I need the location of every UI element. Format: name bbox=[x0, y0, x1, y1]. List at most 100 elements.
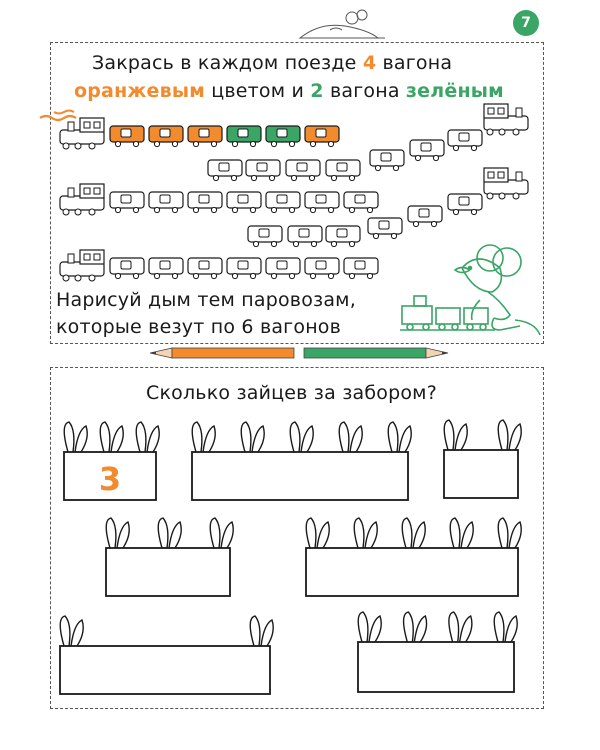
train-car[interactable] bbox=[325, 225, 361, 248]
task1-count-orange: 4 bbox=[362, 52, 377, 74]
fence-1: 3 bbox=[63, 421, 160, 501]
rabbit-ears-icon bbox=[249, 615, 274, 647]
train-car[interactable] bbox=[148, 191, 184, 214]
answer-text: 3 bbox=[99, 460, 121, 498]
fence-7 bbox=[357, 611, 518, 693]
train-car[interactable] bbox=[109, 191, 145, 214]
fence-2 bbox=[191, 421, 412, 501]
fence-3 bbox=[443, 419, 522, 499]
answer-box[interactable] bbox=[63, 451, 157, 501]
green-pencil-icon bbox=[303, 347, 449, 359]
rabbit-ears-icon bbox=[105, 517, 130, 549]
toy-train-icon bbox=[400, 295, 495, 331]
task1-line1-after: вагона bbox=[382, 52, 453, 74]
train-car[interactable] bbox=[304, 191, 340, 214]
train-car[interactable] bbox=[187, 257, 223, 280]
train-car[interactable] bbox=[148, 125, 184, 148]
rabbit-ears-icon bbox=[493, 611, 518, 643]
rabbit-ears-icon bbox=[402, 611, 428, 643]
fence-5 bbox=[305, 517, 522, 597]
train-car[interactable] bbox=[207, 159, 243, 182]
answer-box[interactable] bbox=[305, 547, 519, 597]
train-car[interactable] bbox=[187, 125, 223, 148]
task1-line2: оранжевым цветом и 2 вагона зелёным bbox=[74, 80, 504, 102]
train-car[interactable] bbox=[409, 139, 445, 162]
rabbit-ears-icon bbox=[191, 421, 216, 453]
rabbit-ears-icon bbox=[99, 421, 124, 453]
train-car[interactable] bbox=[148, 257, 184, 280]
train-car[interactable] bbox=[367, 217, 403, 240]
train-car[interactable] bbox=[226, 191, 262, 214]
answer-box[interactable] bbox=[105, 547, 231, 597]
task3-question: Сколько зайцев за забором? bbox=[146, 382, 437, 404]
rabbit-ears-icon bbox=[305, 517, 330, 549]
rabbit-ears-icon bbox=[497, 517, 522, 549]
fence-4 bbox=[105, 517, 234, 597]
task1-line2-mid: цветом и bbox=[211, 80, 305, 102]
train-car[interactable] bbox=[407, 205, 443, 228]
train-1 bbox=[39, 109, 340, 150]
train-car[interactable] bbox=[285, 159, 321, 182]
rabbit-ears-icon bbox=[289, 421, 314, 453]
fence-6 bbox=[59, 615, 274, 695]
answer-box[interactable] bbox=[443, 449, 519, 499]
train-5 bbox=[59, 249, 379, 282]
task1-line2-after: вагона bbox=[329, 80, 400, 102]
train-car[interactable] bbox=[265, 257, 301, 280]
rabbit-ears-icon bbox=[63, 421, 88, 453]
train-car[interactable] bbox=[247, 225, 283, 248]
train-2 bbox=[207, 103, 529, 182]
answer-box[interactable] bbox=[191, 451, 409, 501]
task2-line1: Нарисуй дым тем паровозам, bbox=[56, 289, 356, 311]
word-green: зелёным bbox=[405, 80, 504, 102]
train-car[interactable] bbox=[245, 159, 281, 182]
train-4 bbox=[247, 167, 529, 248]
train-car[interactable] bbox=[447, 193, 483, 216]
task1-count-green: 2 bbox=[310, 80, 324, 102]
train-car[interactable] bbox=[325, 159, 361, 182]
task1-line1: Закрась в каждом поезде 4 вагона bbox=[92, 52, 452, 74]
train-car[interactable] bbox=[304, 257, 340, 280]
train-car[interactable] bbox=[109, 257, 145, 280]
rabbit-ears-icon bbox=[497, 419, 522, 451]
train-car[interactable] bbox=[343, 191, 379, 214]
train-car[interactable] bbox=[343, 257, 379, 280]
rabbit-ears-icon bbox=[135, 421, 160, 453]
rabbit-ears-icon bbox=[240, 421, 265, 453]
rabbit-ears-icon bbox=[387, 421, 412, 453]
orange-pencil-icon bbox=[149, 347, 295, 359]
train-3 bbox=[59, 183, 379, 216]
train-car[interactable] bbox=[226, 257, 262, 280]
task2-line2: которые везут по 6 вагонов bbox=[56, 316, 342, 338]
train-car[interactable] bbox=[304, 125, 340, 148]
train-car[interactable] bbox=[187, 191, 223, 214]
train-car[interactable] bbox=[287, 225, 323, 248]
rabbit-ears-icon bbox=[448, 611, 473, 643]
rabbit-ears-icon bbox=[353, 517, 378, 549]
sleeping-mouse-icon bbox=[298, 9, 385, 39]
rabbit-ears-icon bbox=[209, 517, 234, 549]
rabbit-ears-icon bbox=[338, 421, 363, 453]
task1-line1-before: Закрась в каждом поезде bbox=[92, 52, 357, 74]
train-car[interactable] bbox=[369, 149, 405, 172]
word-orange: оранжевым bbox=[74, 80, 205, 102]
page-number-badge: 7 bbox=[513, 10, 539, 36]
rabbit-ears-icon bbox=[59, 615, 84, 647]
rabbit-ears-icon bbox=[449, 517, 474, 549]
train-car[interactable] bbox=[265, 125, 301, 148]
train-car[interactable] bbox=[109, 125, 145, 148]
mouse-icon bbox=[453, 244, 541, 336]
answer-box[interactable] bbox=[357, 641, 515, 693]
train-car[interactable] bbox=[265, 191, 301, 214]
train-car[interactable] bbox=[226, 125, 262, 148]
answer-box[interactable] bbox=[59, 645, 271, 695]
train-car[interactable] bbox=[447, 129, 483, 152]
rabbit-ears-icon bbox=[443, 419, 468, 451]
rabbit-ears-icon bbox=[401, 517, 426, 549]
rabbit-ears-icon bbox=[357, 611, 382, 643]
